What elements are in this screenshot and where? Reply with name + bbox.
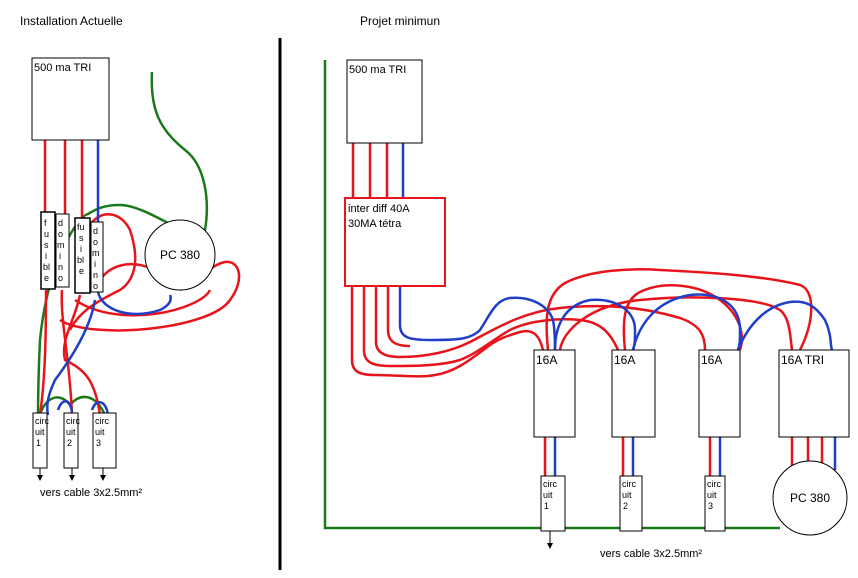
right-circuit-3: circ uit 3 bbox=[704, 475, 726, 532]
svg-text:uit: uit bbox=[95, 427, 105, 437]
svg-text:3: 3 bbox=[708, 501, 713, 511]
svg-text:e: e bbox=[44, 273, 49, 283]
svg-text:circ: circ bbox=[707, 479, 721, 489]
svg-text:uit: uit bbox=[707, 490, 717, 500]
svg-text:u: u bbox=[44, 229, 49, 239]
svg-text:s: s bbox=[79, 233, 84, 243]
svg-text:uit: uit bbox=[35, 427, 45, 437]
svg-text:circ: circ bbox=[95, 416, 109, 426]
svg-text:uit: uit bbox=[66, 427, 76, 437]
svg-text:circ: circ bbox=[622, 479, 636, 489]
breaker-16a-3 bbox=[698, 349, 741, 438]
left-neutral-wires bbox=[46, 140, 172, 416]
right-phase-wires bbox=[350, 143, 824, 478]
svg-text:uit: uit bbox=[622, 490, 632, 500]
right-panel-box bbox=[346, 59, 423, 144]
svg-text:fu: fu bbox=[77, 222, 85, 232]
svg-text:i: i bbox=[59, 251, 61, 261]
breaker-2-label: 16A bbox=[614, 353, 635, 367]
left-panel-label: 500 ma TRI bbox=[34, 62, 91, 74]
svg-text:n: n bbox=[58, 262, 63, 272]
svg-text:e: e bbox=[79, 266, 84, 276]
breaker-16a-tri bbox=[778, 349, 850, 438]
svg-text:d: d bbox=[58, 218, 63, 228]
left-pc-label: PC 380 bbox=[160, 248, 200, 262]
svg-text:o: o bbox=[93, 281, 98, 291]
breaker-16a-1 bbox=[533, 349, 576, 438]
breaker-tri-label: 16A TRI bbox=[781, 353, 824, 367]
right-circuit-2: circ uit 2 bbox=[619, 475, 643, 532]
svg-text:3: 3 bbox=[96, 438, 101, 448]
left-title: Installation Actuelle bbox=[20, 14, 123, 28]
svg-text:i: i bbox=[80, 244, 82, 254]
svg-text:bl: bl bbox=[77, 255, 84, 265]
breaker-3-label: 16A bbox=[701, 353, 722, 367]
left-pc-380-socket bbox=[144, 219, 216, 291]
left-panel-box bbox=[31, 57, 110, 141]
svg-text:circ: circ bbox=[543, 479, 557, 489]
svg-text:o: o bbox=[58, 273, 63, 283]
breaker-16a-2 bbox=[611, 349, 656, 438]
left-circuit-3: circ uit 3 bbox=[92, 412, 117, 481]
left-circuit-2: circ uit 2 bbox=[63, 412, 80, 481]
right-pc-label: PC 380 bbox=[790, 491, 830, 505]
differential-switch-box bbox=[344, 197, 446, 287]
left-fuse-block-1: f u s i bl e bbox=[40, 211, 56, 290]
breaker-1-label: 16A bbox=[536, 353, 557, 367]
svg-text:bl: bl bbox=[43, 262, 50, 272]
left-domino-block-2: d o m i n o bbox=[90, 221, 104, 293]
svg-text:circ: circ bbox=[66, 416, 80, 426]
svg-text:m: m bbox=[92, 248, 100, 258]
svg-text:d: d bbox=[93, 226, 98, 236]
svg-text:i: i bbox=[45, 251, 47, 261]
left-domino-block-1: d o m i n o bbox=[55, 213, 70, 288]
svg-text:o: o bbox=[93, 237, 98, 247]
svg-text:circ: circ bbox=[35, 416, 49, 426]
svg-text:2: 2 bbox=[623, 501, 628, 511]
svg-text:o: o bbox=[58, 229, 63, 239]
right-circuit-1: circ uit 1 bbox=[540, 475, 566, 549]
right-pc-380-socket bbox=[772, 460, 848, 536]
svg-text:1: 1 bbox=[544, 501, 549, 511]
svg-text:2: 2 bbox=[67, 438, 72, 448]
svg-text:f: f bbox=[44, 218, 47, 228]
right-cable-note: vers cable 3x2.5mm² bbox=[600, 548, 702, 560]
left-cable-note: vers cable 3x2.5mm² bbox=[40, 487, 142, 499]
left-circuit-1: circ uit 1 bbox=[32, 412, 49, 481]
right-neutral-wires bbox=[398, 143, 837, 478]
svg-text:i: i bbox=[94, 259, 96, 269]
diff-label-line1: inter diff 40A bbox=[348, 203, 410, 215]
svg-text:m: m bbox=[57, 240, 65, 250]
svg-text:s: s bbox=[44, 240, 49, 250]
right-title: Projet minimun bbox=[360, 14, 440, 28]
svg-text:uit: uit bbox=[543, 490, 553, 500]
left-fuse-block-2: fu s i bl e bbox=[74, 217, 91, 294]
svg-text:1: 1 bbox=[36, 438, 41, 448]
diff-label-line2: 30MA tétra bbox=[348, 218, 402, 230]
right-panel-label: 500 ma TRI bbox=[349, 64, 406, 76]
svg-text:n: n bbox=[93, 270, 98, 280]
left-phase-wires bbox=[38, 140, 241, 416]
